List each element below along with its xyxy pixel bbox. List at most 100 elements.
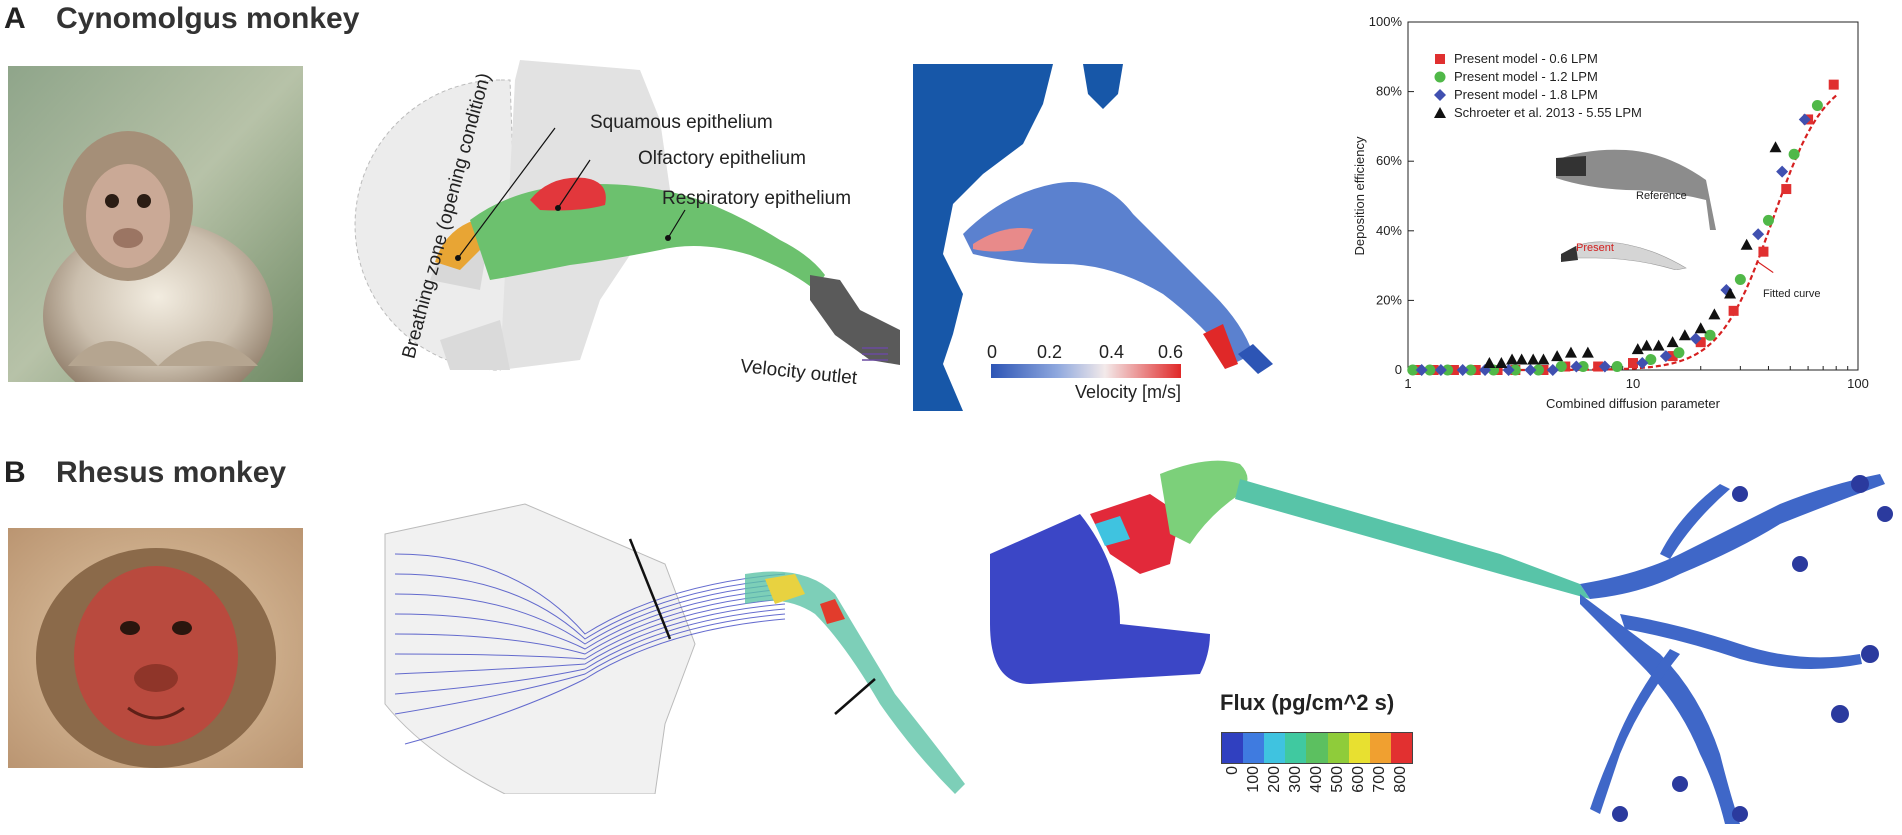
x-tick-label: 1 [1404,376,1411,391]
flux-colorbar-cell [1390,733,1412,763]
data-point-series-1 [1442,364,1454,376]
data-point-series-3 [1708,308,1721,320]
data-point-series-3 [1724,287,1737,299]
data-point-series-1 [1734,274,1746,286]
flux-colorbar-cell [1222,733,1244,763]
data-point-series-3 [1564,346,1577,358]
data-point-series-3 [1678,329,1691,341]
data-point-series-2 [1434,364,1447,376]
flux-tick-label: 300 [1286,766,1304,793]
data-point-series-2 [1524,364,1537,376]
legend-marker [1434,71,1446,83]
flux-tick-label: 500 [1329,766,1347,793]
data-point-series-0 [1828,79,1839,90]
data-point-series-3 [1631,343,1644,355]
data-point-series-1 [1407,364,1419,376]
x-axis-label: Combined diffusion parameter [1546,396,1721,411]
inset-reference-label: Reference [1636,190,1687,202]
nasal-anatomy-diagram: Squamous epithelium Olfactory epithelium… [340,40,900,400]
data-point-series-1 [1611,361,1623,373]
data-point-series-2 [1798,113,1811,126]
legend-label: Schroeter et al. 2013 - 5.55 LPM [1454,105,1642,120]
velocity-tick-2: 0.4 [1099,342,1125,362]
data-point-series-1 [1465,364,1477,376]
legend-marker [1434,89,1446,101]
olfactory-label: Olfactory epithelium [638,148,806,169]
panel-a-letter: A [4,2,26,35]
flux-colorbar-cell [1306,733,1328,763]
data-point-series-3 [1527,353,1540,365]
y-tick-label: 40% [1376,223,1402,238]
data-point-series-1 [1532,364,1544,376]
flux-colorbar-cell [1369,733,1391,763]
data-point-series-0 [1781,184,1792,195]
legend-label: Present model - 1.8 LPM [1454,87,1598,102]
rhesus-monkey-photo [8,528,303,768]
data-point-series-2 [1546,364,1559,376]
data-point-series-3 [1515,353,1528,365]
data-point-series-3 [1551,350,1564,362]
panel-a-title: Cynomolgus monkey [56,2,360,35]
legend-marker [1434,107,1446,118]
data-point-series-3 [1694,322,1707,334]
legend-marker [1435,54,1445,64]
x-tick-label: 100 [1847,376,1869,391]
data-point-series-2 [1415,364,1428,376]
flux-colorbar-cell [1243,733,1265,763]
data-point-series-0 [1728,305,1739,316]
data-point-series-2 [1689,332,1702,345]
data-point-series-3 [1537,353,1550,365]
data-point-series-1 [1704,329,1716,341]
velocity-tick-3: 0.6 [1158,342,1184,362]
data-point-series-2 [1636,357,1649,370]
data-point-series-3 [1740,238,1753,250]
data-point-series-3 [1666,336,1679,348]
data-point-series-3 [1495,357,1508,369]
y-tick-label: 20% [1376,292,1402,307]
data-point-series-3 [1506,353,1519,365]
data-point-series-1 [1577,361,1589,373]
data-point-series-3 [1652,339,1665,351]
panel-b-title: Rhesus monkey [56,456,287,489]
flux-colorbar-title: Flux (pg/cm^2 s) [1220,690,1395,715]
data-point-series-2 [1752,228,1765,241]
velocity-field-map: 0 0.2 0.4 0.6 Velocity [m/s] [913,64,1318,411]
data-point-series-0 [1667,351,1678,362]
fitted-curve-pointer [1757,261,1774,274]
flux-colorbar-cell [1327,733,1349,763]
data-point-series-1 [1762,214,1774,226]
data-point-series-1 [1811,100,1823,112]
cynomolgus-monkey-photo [8,66,303,382]
data-point-series-2 [1479,364,1492,376]
flux-tick-label: 400 [1308,766,1325,793]
flux-tick-label: 200 [1265,766,1283,793]
velocity-colorbar-label: Velocity [m/s] [1075,382,1182,402]
data-point-series-3 [1483,357,1496,369]
data-point-series-3 [1640,339,1653,351]
data-point-series-2 [1570,360,1583,373]
data-point-series-1 [1555,361,1567,373]
flux-tick-label: 700 [1371,766,1389,793]
data-point-series-3 [1769,141,1782,153]
flux-tick-label: 100 [1244,766,1262,793]
data-point-series-0 [1758,246,1769,257]
data-point-series-1 [1424,364,1436,376]
streamline-diagram [365,494,975,795]
flux-colorbar-cell [1264,733,1286,763]
fitted-curve-label: Fitted curve [1763,288,1821,300]
flux-tick-label: 600 [1350,766,1368,793]
data-point-series-2 [1659,350,1672,363]
data-point-series-2 [1776,165,1789,178]
flux-colorbar-cell [1348,733,1370,763]
panel-b-letter: B [4,456,26,489]
squamous-label: Squamous epithelium [590,112,773,133]
data-point-series-1 [1788,148,1800,160]
x-tick-label: 10 [1626,376,1640,391]
legend-label: Present model - 1.2 LPM [1454,69,1598,84]
velocity-tick-1: 0.2 [1037,342,1063,362]
velocity-tick-0: 0 [987,342,998,362]
flux-tick-label: 800 [1392,766,1410,793]
